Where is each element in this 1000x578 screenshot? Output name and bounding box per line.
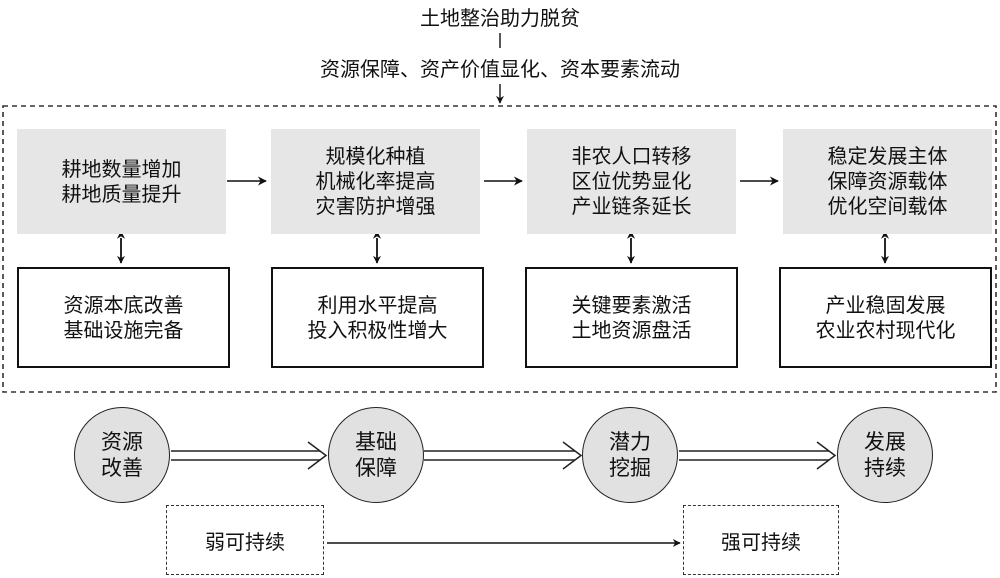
- top-box-3-line-3: 产业链条延长: [571, 194, 692, 218]
- diagram-title: 土地整治助力脱贫: [420, 6, 580, 30]
- bottom-box-4-line-2: 农业农村现代化: [815, 317, 956, 342]
- bottom-box-3-line-2: 土地资源盘活: [571, 317, 692, 342]
- top-box-2: 规模化种植 机械化率提高 灾害防护增强: [271, 129, 480, 234]
- stage-circle-1: 资源 改善: [74, 407, 170, 503]
- top-box-2-line-1: 规模化种植: [325, 144, 426, 168]
- stage-arrow-1: [171, 441, 328, 470]
- stage-arrow-3: [679, 441, 837, 470]
- dashed-frame: [2, 105, 997, 393]
- bottom-box-1-line-1: 资源本底改善: [63, 292, 184, 317]
- bottom-box-2-line-2: 投入积极性增大: [307, 317, 448, 342]
- stage-3-line-2: 挖掘: [609, 456, 651, 480]
- top-box-4-line-3: 优化空间载体: [827, 194, 948, 218]
- stage-circle-2: 基础 保障: [328, 407, 424, 503]
- top-box-4: 稳定发展主体 保障资源载体 优化空间载体: [783, 129, 992, 234]
- weak-sustainability-box: 弱可持续: [166, 505, 324, 575]
- bottom-box-4-line-1: 产业稳固发展: [825, 292, 946, 317]
- bottom-box-3-line-1: 关键要素激活: [571, 292, 692, 317]
- bottom-box-2: 利用水平提高 投入积极性增大: [271, 267, 484, 368]
- top-box-1-line-2: 耕地质量提升: [61, 181, 182, 206]
- top-box-4-line-1: 稳定发展主体: [827, 144, 948, 168]
- stage-2-line-2: 保障: [355, 456, 397, 480]
- top-box-3-line-2: 区位优势显化: [571, 169, 692, 193]
- stage-4-line-2: 持续: [864, 456, 906, 480]
- stage-circle-3: 潜力 挖掘: [582, 407, 678, 503]
- top-box-2-line-3: 灾害防护增强: [315, 194, 436, 218]
- stage-3-line-1: 潜力: [609, 430, 651, 454]
- bottom-box-2-line-1: 利用水平提高: [317, 292, 438, 317]
- bottom-box-3: 关键要素激活 土地资源盘活: [525, 267, 738, 368]
- weak-sustainability-label: 弱可持续: [205, 529, 285, 554]
- strong-sustainability-label: 强可持续: [721, 529, 801, 554]
- top-box-1: 耕地数量增加 耕地质量提升: [17, 129, 226, 234]
- stage-circle-4: 发展 持续: [837, 407, 933, 503]
- stage-1-line-2: 改善: [101, 456, 143, 480]
- stage-2-line-1: 基础: [355, 430, 397, 454]
- bottom-box-1-line-2: 基础设施完备: [63, 317, 184, 342]
- stage-arrow-2: [424, 441, 583, 470]
- top-box-3: 非农人口转移 区位优势显化 产业链条延长: [527, 129, 736, 234]
- top-box-2-line-2: 机械化率提高: [315, 169, 436, 193]
- bottom-box-1: 资源本底改善 基础设施完备: [17, 267, 230, 368]
- top-box-4-line-2: 保障资源载体: [827, 169, 948, 193]
- bottom-box-4: 产业稳固发展 农业农村现代化: [779, 267, 992, 368]
- stage-1-line-1: 资源: [101, 430, 143, 454]
- stage-4-line-1: 发展: [864, 430, 906, 454]
- strong-sustainability-box: 强可持续: [683, 505, 839, 575]
- diagram-subtitle: 资源保障、资产价值显化、资本要素流动: [320, 57, 680, 81]
- top-box-3-line-1: 非农人口转移: [571, 144, 692, 168]
- top-box-1-line-1: 耕地数量增加: [61, 156, 182, 181]
